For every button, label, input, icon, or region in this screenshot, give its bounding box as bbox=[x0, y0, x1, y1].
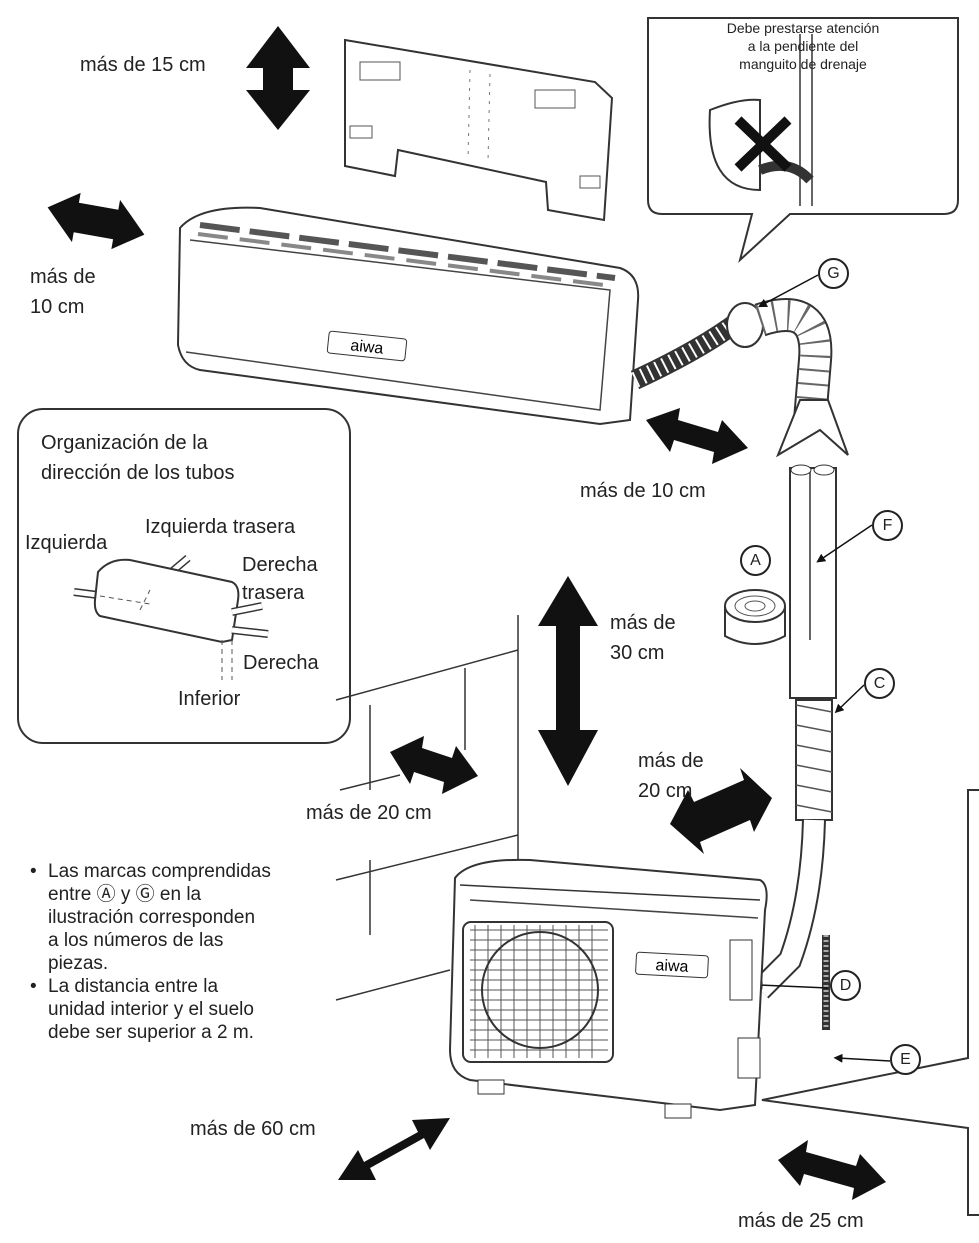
label-front-outdoor-2: 20 cm bbox=[638, 780, 693, 802]
part-marker-d: D bbox=[830, 970, 861, 1001]
note-2: La distancia entre la unidad interior y … bbox=[30, 975, 360, 1044]
callout-line-3: manguito de drenaje bbox=[739, 56, 867, 72]
note-1-line-5: piezas. bbox=[48, 953, 109, 974]
label-rear-bottom: más de 25 cm bbox=[738, 1210, 864, 1232]
part-marker-c: C bbox=[864, 668, 895, 699]
notes: Las marcas comprendidas entre Ⓐ y Ⓖ en l… bbox=[30, 860, 360, 1044]
arrow-top-clearance bbox=[246, 26, 310, 130]
indoor-unit: aiwa bbox=[176, 206, 640, 426]
pipe-direction-title-2: dirección de los tubos bbox=[41, 462, 235, 484]
pipe-label-right: Derecha bbox=[243, 652, 319, 674]
pipe-direction-title-1: Organización de la bbox=[41, 432, 208, 454]
drain-callout-box bbox=[647, 17, 959, 264]
pipe-label-bottom: Inferior bbox=[178, 688, 241, 710]
label-left-clearance-2: 10 cm bbox=[30, 296, 85, 318]
callout-line-1: Debe prestarse atención bbox=[726, 20, 880, 36]
pipe-label-right-rear-2: trasera bbox=[242, 582, 305, 604]
part-marker-f: F bbox=[872, 510, 903, 541]
note-2-line-1: La distancia entre la bbox=[48, 976, 219, 997]
outdoor-unit: aiwa bbox=[448, 858, 768, 1119]
note-1-line-1: Las marcas comprendidas bbox=[48, 861, 271, 882]
part-marker-e: E bbox=[890, 1044, 921, 1075]
connecting-pipe bbox=[751, 464, 837, 1030]
pipe-label-right-rear-1: Derecha bbox=[242, 554, 318, 576]
indoor-brand-label: aiwa bbox=[350, 337, 385, 357]
label-wall-side: más de 20 cm bbox=[306, 802, 432, 824]
label-top-clearance: más de 15 cm bbox=[80, 54, 206, 76]
pipe-label-left: Izquierda bbox=[25, 532, 108, 554]
arrow-above-outdoor bbox=[538, 576, 598, 786]
right-partial-box bbox=[761, 789, 979, 1216]
arrow-right-clearance bbox=[646, 408, 748, 464]
arrow-wall-side bbox=[390, 736, 478, 794]
indoor-pipe bbox=[630, 298, 849, 458]
mounting-plate bbox=[344, 38, 614, 222]
label-front-outdoor-1: más de bbox=[638, 750, 704, 772]
arrow-front-outdoor bbox=[670, 768, 772, 854]
note-1-line-4: a los números de las bbox=[48, 930, 224, 951]
pipe-direction-panel: Organización de la dirección de los tubo… bbox=[17, 408, 351, 744]
arrow-rear-bottom bbox=[778, 1140, 886, 1200]
note-2-line-2: unidad interior y el suelo bbox=[48, 999, 254, 1020]
label-above-outdoor-1: más de bbox=[610, 612, 676, 634]
note-1: Las marcas comprendidas entre Ⓐ y Ⓖ en l… bbox=[30, 860, 360, 975]
callout-line-2: a la pendiente del bbox=[747, 38, 859, 54]
note-1-line-2: entre Ⓐ y Ⓖ en la bbox=[48, 884, 202, 905]
note-1-line-3: ilustración corresponden bbox=[48, 907, 256, 928]
outdoor-brand-label: aiwa bbox=[655, 957, 689, 976]
label-front-bottom: más de 60 cm bbox=[190, 1118, 316, 1140]
pipe-direction-diagram bbox=[73, 554, 269, 680]
leader-lines bbox=[753, 274, 891, 1063]
label-right-clearance: más de 10 cm bbox=[580, 480, 706, 502]
arrow-left-clearance bbox=[47, 192, 145, 250]
tape-roll bbox=[724, 589, 786, 645]
note-2-line-3: debe ser superior a 2 m. bbox=[48, 1022, 254, 1043]
part-marker-g: G bbox=[818, 258, 849, 289]
part-marker-a: A bbox=[740, 545, 771, 576]
label-above-outdoor-2: 30 cm bbox=[610, 642, 665, 664]
label-left-clearance-1: más de bbox=[30, 266, 96, 288]
arrow-front-bottom bbox=[338, 1118, 450, 1180]
pipe-label-left-rear: Izquierda trasera bbox=[145, 516, 296, 538]
